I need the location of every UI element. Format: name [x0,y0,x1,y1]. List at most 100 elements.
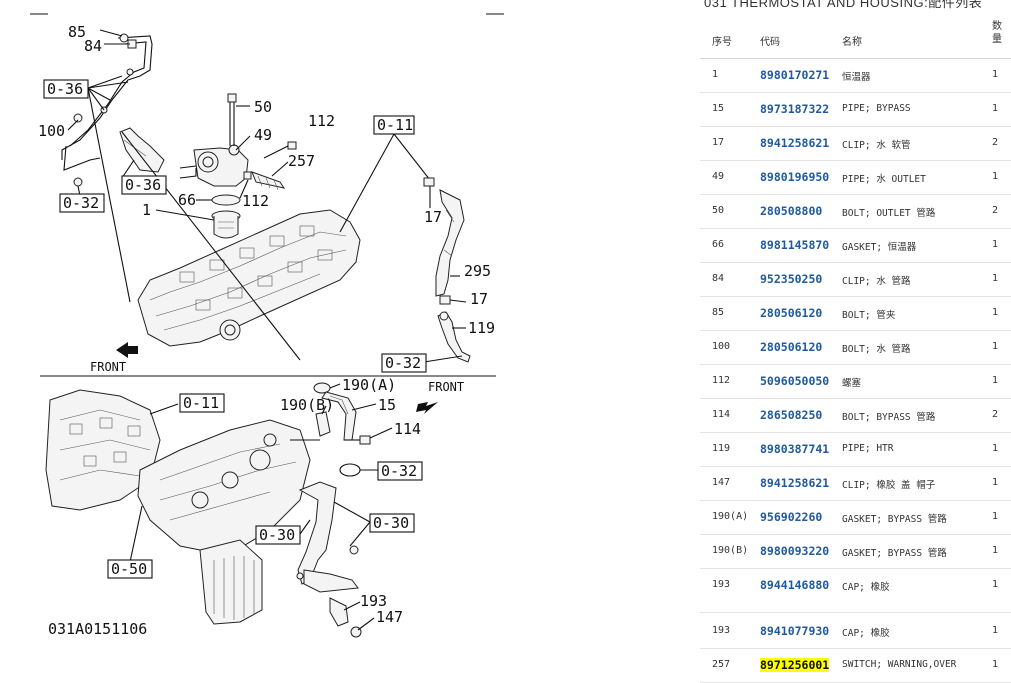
part-quantity: 2 [992,409,999,420]
part-name: GASKET; BYPASS 管路 [842,514,947,525]
table-row: 190(A) 956902260 GASKET; BYPASS 管路 1 [700,500,1011,535]
exploded-diagram: 85 84 0-36 100 0-36 0-32 50 49 112 257 1… [30,13,504,638]
part-code-link[interactable]: 952350250 [760,272,823,286]
callout-15: 15 [378,396,396,414]
part-code-link[interactable]: 286508250 [760,408,823,422]
part-code-link[interactable]: 8971256001 [760,658,830,672]
part-code-link[interactable]: 8980170271 [760,68,830,82]
callout-0-30-b: 0-30 [373,514,409,532]
part-quantity: 1 [992,69,999,80]
callout-0-36-b: 0-36 [125,176,161,194]
part-code-link[interactable]: 8973187322 [760,102,830,116]
part-name: CLIP; 水 管路 [842,276,911,287]
part-name: 螺塞 [842,378,862,389]
part-name: CAP; 橡胶 [842,582,890,593]
part-number: 147 [712,477,731,488]
callout-147: 147 [376,608,403,626]
part-quantity: 1 [992,579,999,590]
part-quantity: 1 [992,341,999,352]
part-name: GASKET; 恒温器 [842,242,917,253]
part-code-link[interactable]: 280506120 [760,306,823,320]
table-row: 49 8980196950 PIPE; 水 OUTLET 1 [700,160,1011,195]
header-no: 序号 [712,37,732,48]
table-row: 84 952350250 CLIP; 水 管路 1 [700,262,1011,297]
table-row: 66 8981145870 GASKET; 恒温器 1 [700,228,1011,263]
callout-0-30-a: 0-30 [259,526,295,544]
callout-295: 295 [464,262,491,280]
callout-100: 100 [38,122,65,140]
part-quantity: 1 [992,273,999,284]
part-number: 1 [712,69,719,80]
part-code-link[interactable]: 8944146880 [760,578,830,592]
part-quantity: 1 [992,171,999,182]
part-number: 190(A) [712,511,749,522]
part-quantity: 1 [992,477,999,488]
part-number: 49 [712,171,725,182]
part-number: 257 [712,659,731,670]
callout-190b: 190(B) [280,396,334,414]
part-code-link[interactable]: 8941077930 [760,624,830,638]
part-code-link[interactable]: 956902260 [760,510,823,524]
part-quantity: 1 [992,659,999,670]
callout-66: 66 [178,191,196,209]
part-quantity: 2 [992,137,999,148]
part-code-link[interactable]: 8980387741 [760,442,830,456]
callout-85: 85 [68,23,86,41]
part-name: SWITCH; WARNING,OVER [842,659,957,670]
part-number: 84 [712,273,725,284]
part-number: 190(B) [712,545,749,556]
part-code-link[interactable]: 8981145870 [760,238,830,252]
part-number: 66 [712,239,725,250]
part-name: 恒温器 [842,72,871,83]
callout-17-b: 17 [470,290,488,308]
callout-0-11-b: 0-11 [183,394,219,412]
callout-112-a: 112 [308,112,335,130]
part-code-link[interactable]: 5096050050 [760,374,830,388]
callout-84: 84 [84,37,102,55]
callout-0-32-b: 0-32 [385,354,421,372]
part-number: 193 [712,625,731,636]
part-number: 15 [712,103,725,114]
part-quantity: 2 [992,205,999,216]
callout-1: 1 [142,201,151,219]
parts-list-header: 序号 代码 名称 数量 [700,18,1011,59]
callout-190a: 190(A) [342,376,396,394]
part-code-link[interactable]: 8941258621 [760,476,830,490]
part-quantity: 1 [992,545,999,556]
part-number: 50 [712,205,725,216]
callout-0-50: 0-50 [111,560,147,578]
callout-193: 193 [360,592,387,610]
part-quantity: 1 [992,375,999,386]
part-number: 114 [712,409,731,420]
part-code-link[interactable]: 8980196950 [760,170,830,184]
part-quantity: 1 [992,239,999,250]
callout-0-11-a: 0-11 [377,116,413,134]
front-label-upper: FRONT [90,360,126,374]
part-code-link[interactable]: 8980093220 [760,544,830,558]
callout-50: 50 [254,98,272,116]
callout-0-36-a: 0-36 [47,80,83,98]
part-name: CLIP; 橡胶 盖 帽子 [842,480,936,491]
callout-49: 49 [254,126,272,144]
table-row: 257 8971256001 SWITCH; WARNING,OVER 1 [700,648,1011,683]
part-code-link[interactable]: 8941258621 [760,136,830,150]
part-quantity: 1 [992,511,999,522]
front-label-lower: FRONT [428,380,464,394]
part-number: 17 [712,137,725,148]
part-quantity: 1 [992,307,999,318]
part-code-link[interactable]: 280506120 [760,340,823,354]
part-code-link[interactable]: 280508800 [760,204,823,218]
part-number: 85 [712,307,725,318]
callout-0-32-c: 0-32 [381,462,417,480]
part-name: PIPE; 水 OUTLET [842,174,926,185]
table-row: 1 8980170271 恒温器 1 [700,58,1011,93]
